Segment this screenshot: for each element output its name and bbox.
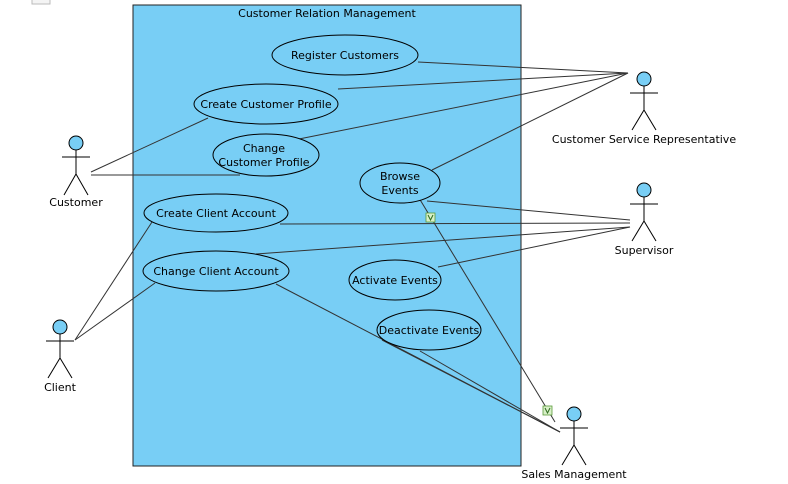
- assoc-csr-create-profile: [337, 72, 629, 90]
- actor-csr-label: Customer Service Representative: [552, 133, 736, 146]
- system-title: Customer Relation Management: [238, 7, 416, 20]
- use-case-create-customer-profile[interactable]: Create Customer Profile: [193, 83, 339, 125]
- connector-marker-2: [542, 405, 553, 416]
- assoc-csr-register: [417, 61, 629, 74]
- use-case-activate-events[interactable]: Activate Events: [348, 259, 442, 301]
- connector-marker-1: [425, 212, 436, 223]
- assoc-client-create-account: [74, 221, 153, 341]
- actor-head-icon: [636, 71, 652, 87]
- use-case-register-customers[interactable]: Register Customers: [271, 34, 419, 76]
- system-boundary[interactable]: [132, 4, 522, 467]
- actor-client-label: Client: [44, 381, 77, 394]
- use-case-change-customer-profile[interactable]: Change Customer Profile: [212, 133, 320, 177]
- assoc-supervisor-activate: [437, 226, 631, 268]
- assoc-csr-browse: [431, 72, 629, 171]
- assoc-supervisor-change-account: [255, 226, 631, 255]
- svg-text:Browse: Browse: [380, 170, 420, 183]
- svg-text:Create Customer Profile: Create Customer Profile: [200, 98, 331, 111]
- assoc-supervisor-browse: [426, 200, 631, 221]
- actor-head-icon: [68, 135, 84, 151]
- actor-sales-management[interactable]: [560, 406, 588, 466]
- svg-text:Customer Profile: Customer Profile: [218, 156, 309, 169]
- use-case-deactivate-events[interactable]: Deactivate Events: [376, 309, 482, 351]
- assoc-csr-change-profile: [298, 72, 629, 140]
- actor-customer-service-representative[interactable]: [630, 71, 658, 131]
- assoc-customer-create-profile: [90, 117, 209, 173]
- actor-customer[interactable]: [62, 135, 90, 196]
- svg-text:Deactivate Events: Deactivate Events: [379, 324, 480, 337]
- actor-supervisor-label: Supervisor: [615, 244, 674, 257]
- actor-head-icon: [636, 182, 652, 198]
- svg-text:Activate Events: Activate Events: [352, 274, 438, 287]
- use-case-change-client-account[interactable]: Change Client Account: [142, 250, 290, 292]
- svg-text:Change Client Account: Change Client Account: [153, 265, 279, 278]
- svg-text:Change: Change: [243, 142, 285, 155]
- svg-text:Events: Events: [381, 184, 419, 197]
- use-case-browse-events[interactable]: Browse Events: [359, 162, 441, 204]
- actor-head-icon: [52, 319, 68, 335]
- assoc-sales-deactivate-2: [381, 339, 561, 433]
- actor-head-icon: [566, 406, 582, 422]
- svg-text:Create Client Account: Create Client Account: [156, 207, 276, 220]
- assoc-sales-browse: [418, 197, 556, 423]
- actor-supervisor[interactable]: [630, 182, 658, 242]
- actor-customer-label: Customer: [49, 196, 103, 209]
- assoc-sales-deactivate-1: [419, 350, 561, 433]
- actor-sales-label: Sales Management: [521, 468, 627, 481]
- svg-text:Register Customers: Register Customers: [291, 49, 399, 62]
- use-case-create-client-account[interactable]: Create Client Account: [143, 193, 289, 233]
- actor-client[interactable]: [46, 319, 74, 379]
- assoc-client-change-account: [74, 282, 156, 341]
- assoc-supervisor-create-account: [279, 222, 631, 225]
- corner-box: [31, 0, 51, 5]
- associations: [74, 61, 631, 433]
